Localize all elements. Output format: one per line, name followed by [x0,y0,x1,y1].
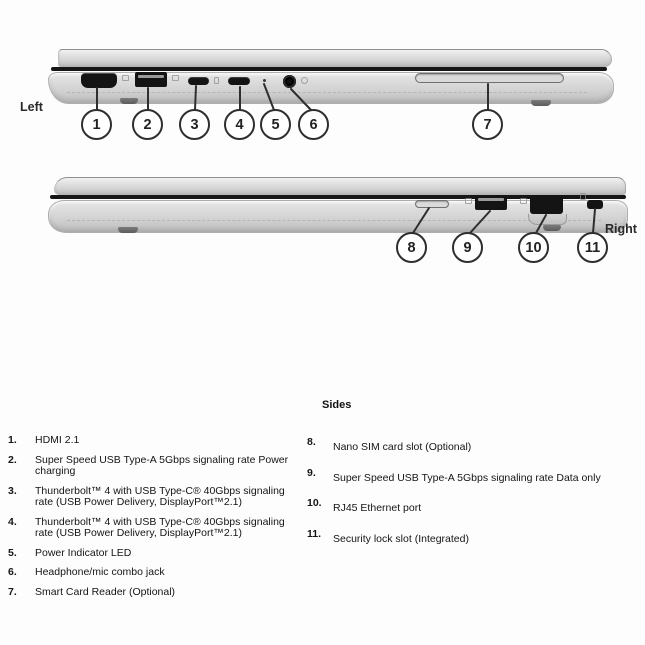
laptop-lid [58,49,612,67]
lid-base-gap [51,67,607,71]
legend-heading: Sides [322,399,352,411]
rubber-foot [120,98,138,104]
legend-item-text: Smart Card Reader (Optional) [35,585,176,598]
lid-base-gap [50,195,626,199]
laptop-lid [54,177,626,195]
legend-item: 11. Security lock slot (Integrated) [307,527,642,546]
headset-icon [301,77,308,84]
legend-item-text: Thunderbolt™ 4 with USB Type-C® 40Gbps s… [35,484,285,508]
hdmi-icon [122,75,129,81]
laptop-left-side-view [48,46,614,108]
left-side-label: Left [20,100,43,114]
callout-number: 6 [309,116,318,133]
legend-item-text: RJ45 Ethernet port [333,502,422,514]
rj45-latch-housing [528,214,567,225]
hdmi-port [81,73,117,88]
rubber-foot [118,227,138,233]
legend-item-text: Super Speed USB Type-A 5Gbps signaling r… [333,471,601,484]
legend-item: 8. Nano SIM card slot (Optional) [307,436,642,454]
callout-2: 2 [132,109,163,140]
legend-item-text: HDMI 2.1 [35,434,80,446]
legend-item: 7. Smart Card Reader (Optional) [8,585,304,599]
legend-item: 5. Power Indicator LED [8,546,304,560]
security-lock-slot [587,200,603,209]
legend-item-number: 8. [307,436,316,448]
callout-number: 9 [463,239,472,256]
callout-1: 1 [81,109,112,140]
legend-item-number: 7. [8,585,17,598]
legend-item: 9. Super Speed USB Type-A 5Gbps signalin… [307,466,642,485]
callout-number: 1 [92,116,101,133]
legend-item: 4. Thunderbolt™ 4 with USB Type-C® 40Gbp… [8,515,304,540]
legend-item-number: 2. [8,453,17,466]
right-side-label: Right [605,222,637,236]
headphone-jack [283,75,296,88]
legend-item-number: 9. [307,466,316,479]
legend-item-number: 11. [307,527,322,540]
callout-number: 10 [525,239,542,256]
legend-item-text: Security lock slot (Integrated) [333,532,469,545]
rubber-foot [531,100,551,106]
usb-a-data-port [475,195,507,210]
power-indicator-led [263,79,266,82]
legend-item-text: Super Speed USB Type-A 5Gbps signaling r… [35,453,289,477]
legend-item-text: Nano SIM card slot (Optional) [333,441,472,453]
callout-number: 2 [143,116,152,133]
legend-item-number: 10. [307,497,322,509]
callout-number: 4 [235,116,244,133]
legend-item: 2. Super Speed USB Type-A 5Gbps signalin… [8,453,304,478]
usb-ss-icon [172,75,179,81]
callout-10: 10 [518,232,549,263]
callout-7: 7 [472,109,503,140]
nano-sim-card-slot [415,200,449,208]
legend-right-column: 8. Nano SIM card slot (Optional) 9. Supe… [307,436,642,559]
legend-item: 6. Headphone/mic combo jack [8,566,304,579]
legend-item: 3. Thunderbolt™ 4 with USB Type-C® 40Gbp… [8,484,304,509]
usb-icon [520,198,527,204]
callout-number: 3 [190,116,199,133]
thunderbolt-icon [214,77,219,84]
callout-4: 4 [224,109,255,140]
callout-8: 8 [396,232,427,263]
legend-item: 1. HDMI 2.1 [8,434,304,447]
legend-item-text: Thunderbolt™ 4 with USB Type-C® 40Gbps s… [35,515,285,539]
thunderbolt-usb-c-port-1 [188,77,209,85]
legend-item-number: 5. [8,546,17,559]
legend-item-number: 6. [8,566,17,578]
smart-card-reader-slot [415,73,564,83]
usb-a-power-port [135,72,167,87]
legend-item-text: Power Indicator LED [35,546,132,559]
thunderbolt-usb-c-port-2 [228,77,250,85]
usb-tongue [138,75,164,78]
legend-item-number: 4. [8,515,17,528]
laptop-right-side-view [48,174,628,238]
callout-3: 3 [179,109,210,140]
callout-number: 11 [584,239,601,256]
callout-number: 5 [271,116,280,133]
callout-number: 7 [483,116,492,133]
usb-tongue [478,198,504,201]
usb-icon [465,198,472,204]
callout-11: 11 [577,232,608,263]
lock-icon [580,193,586,200]
rubber-foot [543,225,561,231]
legend-item: 10. RJ45 Ethernet port [307,497,642,515]
callout-9: 9 [452,232,483,263]
callout-number: 8 [407,239,416,256]
legend-item-number: 1. [8,434,17,446]
legend-left-column: 1. HDMI 2.1 2. Super Speed USB Type-A 5G… [8,434,304,606]
legend-item-text: Headphone/mic combo jack [35,566,165,578]
callout-5: 5 [260,109,291,140]
rj45-ethernet-port [530,195,563,217]
callout-6: 6 [298,109,329,140]
legend-item-number: 3. [8,484,17,497]
